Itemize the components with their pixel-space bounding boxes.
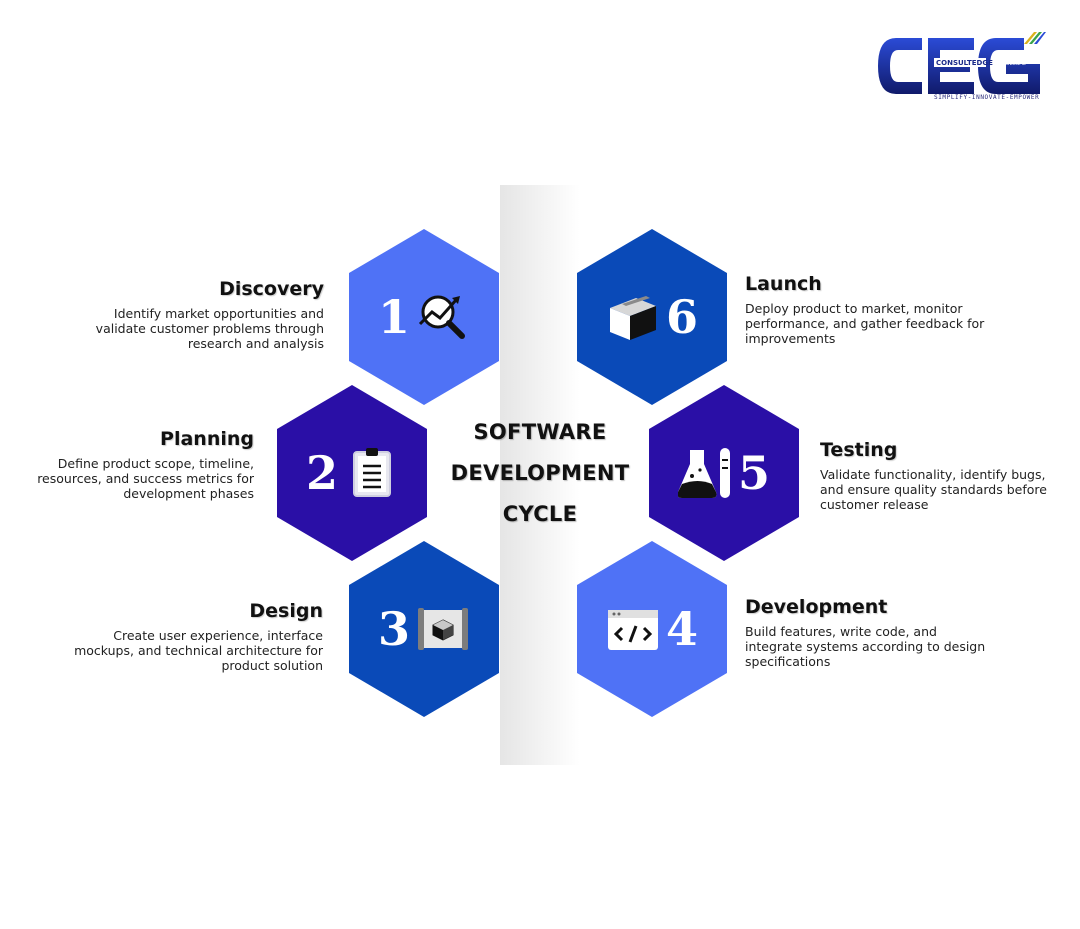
step-launch: Launch Deploy product to market, monitor… — [745, 273, 1045, 346]
center-column-shadow — [500, 185, 580, 765]
desc-line: product solution — [221, 658, 323, 673]
desc-line: Deploy product to market, monitor — [745, 301, 963, 316]
step-number: 6 — [665, 290, 698, 344]
step-development: Development Build features, write code, … — [745, 596, 1045, 669]
desc-line: Identify market opportunities and — [113, 306, 324, 321]
desc-line: resources, and success metrics for — [37, 471, 254, 486]
desc-line: Create user experience, interface — [113, 628, 323, 643]
step-title: Launch — [745, 273, 822, 295]
desc-line: integrate systems according to design — [745, 639, 986, 654]
step-title: Design — [249, 600, 323, 622]
logo-tagline: SIMPLIFY-INNOVATE-EMPOWER — [934, 94, 1040, 101]
step-planning: Planning Define product scope, timeline,… — [0, 428, 254, 501]
clipboard-icon — [344, 446, 398, 500]
diagram-title: SOFTWARE DEVELOPMENT CYCLE — [440, 412, 640, 535]
title-line-3: CYCLE — [502, 502, 578, 526]
desc-line: mockups, and technical architecture for — [74, 643, 323, 658]
desc-line: customer release — [820, 497, 929, 512]
step-description: Deploy product to market, monitor perfor… — [745, 301, 1045, 346]
desc-line: Build features, write code, and — [745, 624, 937, 639]
step-discovery: Discovery Identify market opportunities … — [24, 278, 324, 351]
desc-line: Validate functionality, identify bugs, — [820, 467, 1046, 482]
magnifier-trend-icon — [416, 290, 470, 344]
step-number: 3 — [377, 602, 410, 656]
step-description: Define product scope, timeline, resource… — [0, 456, 254, 501]
hex-step-1: 1 — [349, 229, 499, 405]
logo-brand: CONSULTEDGE — [936, 59, 993, 67]
desc-line: performance, and gather feedback for — [745, 316, 985, 331]
step-title: Testing — [820, 439, 898, 461]
package-box-icon — [606, 290, 660, 344]
step-title: Planning — [160, 428, 254, 450]
step-description: Validate functionality, identify bugs, a… — [820, 467, 1070, 512]
step-design: Design Create user experience, interface… — [23, 600, 323, 673]
step-number: 1 — [377, 290, 410, 344]
step-title: Discovery — [219, 278, 324, 300]
desc-line: Define product scope, timeline, — [57, 456, 254, 471]
step-testing: Testing Validate functionality, identify… — [820, 439, 1070, 512]
desc-line: research and analysis — [187, 336, 324, 351]
desc-line: development phases — [123, 486, 254, 501]
desc-line: improvements — [745, 331, 836, 346]
code-window-icon — [606, 602, 660, 656]
hex-step-4: 4 — [577, 541, 727, 717]
desc-line: specifications — [745, 654, 831, 669]
title-line-1: SOFTWARE — [473, 420, 607, 444]
hex-step-2: 2 — [277, 385, 427, 561]
hex-step-5: 5 — [649, 385, 799, 561]
step-number: 4 — [665, 602, 698, 656]
step-title: Development — [745, 596, 888, 618]
ceg-logo-mark: CONSULTEDGE .GLOBAL — [878, 32, 1046, 94]
step-description: Build features, write code, and integrat… — [745, 624, 1045, 669]
title-line-2: DEVELOPMENT — [450, 461, 630, 485]
hex-step-3: 3 — [349, 541, 499, 717]
desc-line: and ensure quality standards before — [820, 482, 1047, 497]
company-logo: CONSULTEDGE .GLOBAL SIMPLIFY-INNOVATE-EM… — [874, 30, 1046, 104]
blueprint-icon — [416, 602, 470, 656]
desc-line: validate customer problems through — [95, 321, 324, 336]
step-description: Identify market opportunities and valida… — [24, 306, 324, 351]
lab-flask-icon — [677, 446, 732, 500]
logo-domain: .GLOBAL — [1004, 61, 1026, 67]
hex-step-6: 6 — [577, 229, 727, 405]
step-number: 5 — [737, 446, 770, 500]
step-number: 2 — [305, 446, 338, 500]
step-description: Create user experience, interface mockup… — [23, 628, 323, 673]
